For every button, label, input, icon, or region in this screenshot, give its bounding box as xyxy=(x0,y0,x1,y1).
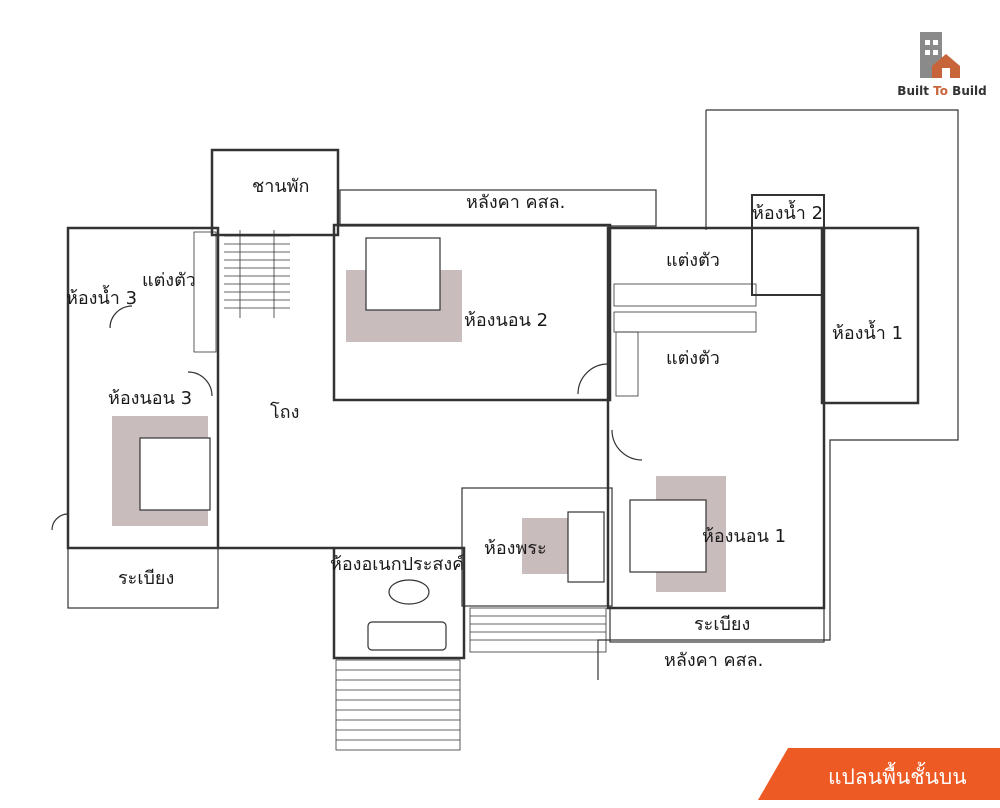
label-bedroom-3: ห้องนอน 3 xyxy=(108,388,193,409)
wall-multipurpose xyxy=(332,546,466,660)
shrine-table xyxy=(567,511,605,583)
label-bathroom-3: ห้องน้ำ 3 xyxy=(66,288,138,309)
brand-logo: Built To Build xyxy=(892,26,992,106)
label-bedroom-2: ห้องนอน 2 xyxy=(464,310,549,331)
title-banner xyxy=(758,748,1000,800)
bed-2 xyxy=(365,237,441,311)
label-multipurpose: ห้องอเนกประสงค์ xyxy=(330,554,465,575)
label-bathroom-1: ห้องน้ำ 1 xyxy=(832,323,904,344)
wall-left-balcony xyxy=(67,547,219,609)
bed-3 xyxy=(139,437,211,511)
bed-1 xyxy=(629,499,707,573)
label-bedroom-1: ห้องนอน 1 xyxy=(702,526,787,547)
label-roof-slab-top: หลังคา คสล. xyxy=(466,192,566,213)
label-dressing-right: แต่งตัว xyxy=(666,348,720,369)
label-dressing-left: แต่งตัว xyxy=(142,270,196,291)
brand-name-part3: Build xyxy=(952,84,987,98)
label-shrine-room: ห้องพระ xyxy=(484,538,547,559)
label-hall: โถง xyxy=(270,402,300,423)
brand-name-part2: To xyxy=(933,84,948,98)
label-bathroom-2: ห้องน้ำ 2 xyxy=(752,203,824,224)
brand-name-part1: Built xyxy=(897,84,929,98)
label-stair-landing: ชานพัก xyxy=(252,176,310,197)
label-roof-slab-bottom: หลังคา คสล. xyxy=(664,650,764,671)
wall-right-balcony xyxy=(609,607,825,643)
sofa xyxy=(367,621,447,651)
brand-name: Built To Build xyxy=(892,84,992,98)
wall-roof-top xyxy=(339,189,657,227)
label-dressing-top: แต่งตัว xyxy=(666,250,720,271)
label-balcony-right: ระเบียง xyxy=(694,614,751,635)
label-balcony-left: ระเบียง xyxy=(118,568,175,589)
wall-bath2 xyxy=(751,194,825,296)
house-logo-icon xyxy=(920,32,960,78)
banner-title: แปลนพื้นชั้นบน xyxy=(828,765,967,789)
wall-bath1 xyxy=(820,226,920,405)
wall-stair-block xyxy=(210,148,340,237)
